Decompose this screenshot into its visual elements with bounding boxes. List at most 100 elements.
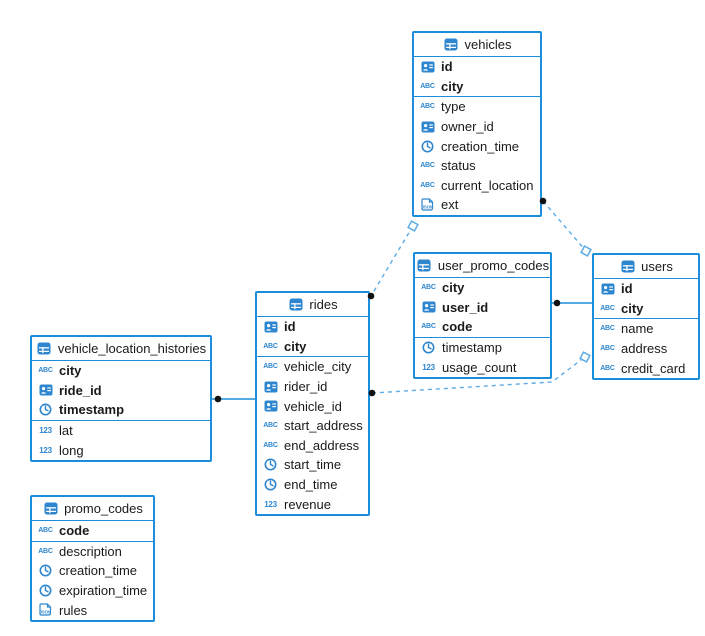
text-icon: ABC	[600, 325, 615, 333]
time-icon	[262, 458, 279, 471]
svg-text:JSON: JSON	[40, 609, 51, 614]
field-row-rides-id: id	[257, 317, 368, 337]
diamond-marker	[579, 351, 591, 363]
time-icon	[37, 564, 54, 577]
field-name: vehicle_city	[284, 359, 352, 375]
table-header-vehicles[interactable]: vehicles	[414, 33, 540, 57]
table-header-promo_codes[interactable]: promo_codes	[32, 497, 153, 521]
table-header-vehicle_location_histories[interactable]: vehicle_location_histories	[32, 337, 210, 361]
field-name: timestamp	[442, 340, 502, 356]
field-row-vehicles-id: id	[414, 57, 540, 77]
field-name: city	[621, 300, 644, 316]
field-name: creation_time	[59, 563, 138, 579]
id-icon	[262, 381, 279, 393]
field-name: creation_time	[441, 138, 520, 154]
table-title: vehicle_location_histories	[57, 341, 207, 356]
field-name: address	[621, 341, 668, 357]
field-name: current_location	[441, 177, 534, 193]
field-row-users-address: ABC address	[594, 339, 698, 359]
field-row-promo_codes-creation_time: creation_time	[32, 561, 153, 581]
id-icon	[599, 283, 616, 295]
field-name: rider_id	[284, 379, 328, 395]
field-name: id	[441, 59, 453, 75]
field-name: code	[442, 319, 473, 335]
text-icon: ABC	[38, 527, 53, 535]
field-row-rides-start_address: ABC start_address	[257, 416, 368, 436]
field-name: timestamp	[59, 402, 125, 418]
text-icon: ABC	[600, 345, 615, 353]
table-icon	[443, 38, 460, 51]
table-header-rides[interactable]: rides	[257, 293, 368, 317]
json-icon: JSON	[419, 198, 436, 212]
table-icon	[36, 342, 53, 355]
field-row-promo_codes-expiration_time: expiration_time	[32, 581, 153, 601]
field-name: end_time	[284, 477, 338, 493]
field-name: description	[59, 543, 122, 559]
field-name: start_address	[284, 418, 363, 434]
table-title: user_promo_codes	[437, 258, 550, 273]
text-icon: ABC	[263, 363, 278, 371]
relationship-line-vehicles-users	[542, 200, 587, 252]
id-icon	[262, 321, 279, 333]
field-row-rides-start_time: start_time	[257, 455, 368, 475]
field-name: expiration_time	[59, 583, 148, 599]
field-name: start_time	[284, 457, 342, 473]
number-icon: 123	[264, 499, 277, 509]
table-title: users	[641, 259, 673, 274]
table-title: rides	[309, 297, 338, 312]
field-row-rides-rider_id: rider_id	[257, 377, 368, 397]
time-icon	[419, 140, 436, 153]
field-row-vehicle_location_histories-ride_id: ride_id	[32, 381, 210, 401]
svg-text:JSON: JSON	[422, 204, 433, 209]
id-icon	[420, 301, 437, 313]
text-icon: ABC	[263, 422, 278, 430]
field-name: long	[59, 442, 84, 458]
field-row-promo_codes-description: ABC description	[32, 542, 153, 562]
id-icon	[262, 400, 279, 412]
text-icon: ABC	[38, 547, 53, 555]
table-header-users[interactable]: users	[594, 255, 698, 279]
field-name: type	[441, 99, 466, 115]
field-name: user_id	[442, 299, 489, 315]
number-icon: 123	[39, 445, 52, 455]
text-icon: ABC	[420, 181, 435, 189]
dot-marker	[214, 395, 222, 403]
text-icon: ABC	[420, 162, 435, 170]
table-header-user_promo_codes[interactable]: user_promo_codes	[415, 254, 550, 278]
field-name: city	[442, 280, 465, 296]
field-name: owner_id	[441, 119, 494, 135]
table-icon	[619, 260, 636, 273]
field-row-users-id: id	[594, 279, 698, 299]
relationship-line-vehicles-rides	[370, 225, 414, 297]
field-row-rides-end_time: end_time	[257, 475, 368, 495]
field-row-vehicle_location_histories-long: 123 long	[32, 440, 210, 460]
table-title: vehicles	[464, 37, 512, 52]
fields-section: ABC description creation_time expiration_ti…	[32, 540, 153, 620]
field-row-vehicles-creation_time: creation_time	[414, 136, 540, 156]
number-icon: 123	[422, 362, 435, 372]
